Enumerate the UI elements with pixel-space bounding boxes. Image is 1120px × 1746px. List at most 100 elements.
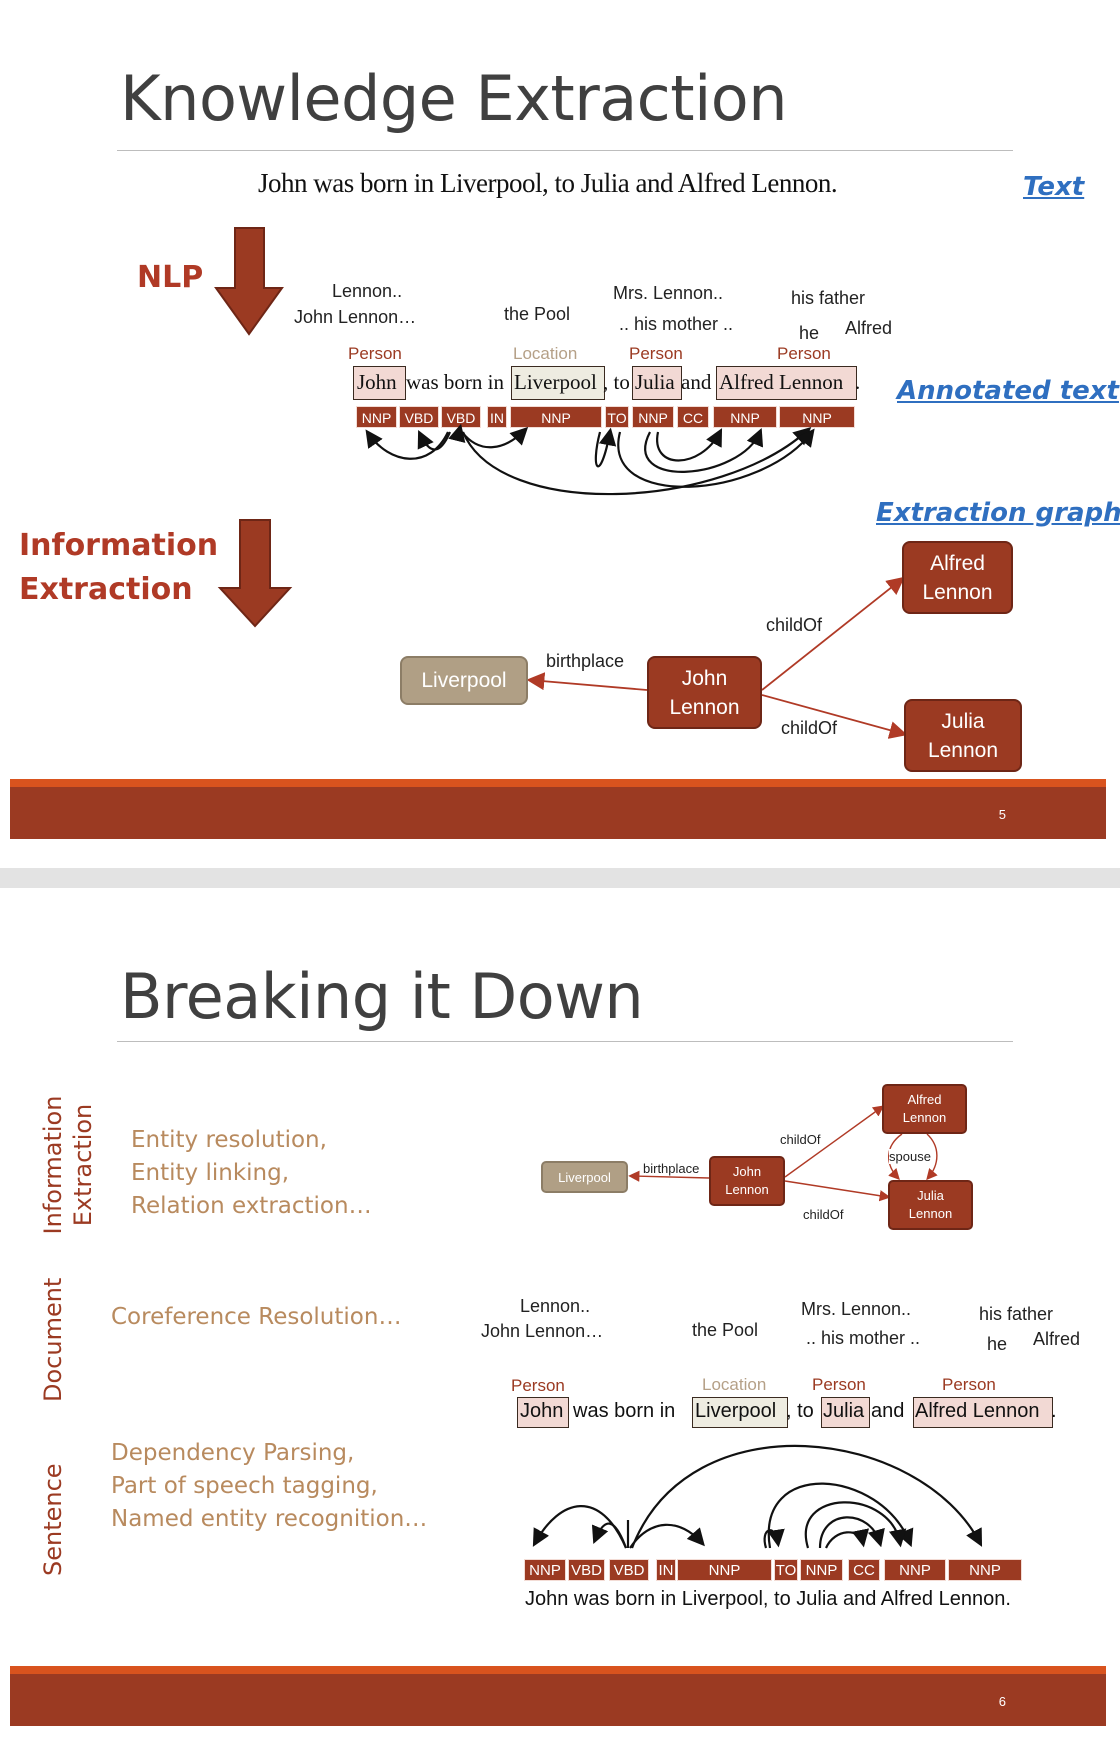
entity-label-person: Person <box>629 344 683 363</box>
coref-the-pool: the Pool <box>692 1320 759 1340</box>
coref-he: he <box>799 323 820 343</box>
edge-label-childof: childOf <box>766 615 823 635</box>
coref-lennon: Lennon.. <box>332 281 403 301</box>
slide-footer: 6 <box>10 1666 1106 1726</box>
graph-edges <box>526 576 908 739</box>
edge-label-spouse: spouse <box>889 1149 931 1164</box>
edge-label-birthplace: birthplace <box>546 651 625 671</box>
edge-label-childof: childOf <box>803 1207 844 1222</box>
pos-tag: IN <box>656 1559 676 1581</box>
graph-node-liverpool[interactable]: Liverpool <box>400 656 528 705</box>
pos-tag: NNP <box>948 1559 1022 1581</box>
edge-label-childof: childOf <box>781 718 838 738</box>
entity-label-person: Person <box>812 1375 866 1394</box>
entity-label-location: Location <box>702 1375 767 1394</box>
coref-john-lennon: John Lennon… <box>481 1321 604 1341</box>
info-extraction-label-line2: Extraction <box>19 572 193 607</box>
word-and: and <box>681 370 712 394</box>
slide-breaking-it-down: Breaking it Down Information Extraction … <box>0 888 1120 1746</box>
page-number: 5 <box>998 807 1006 822</box>
dependency-arcs <box>532 1444 983 1549</box>
word-was-born-in: was born in <box>573 1400 676 1422</box>
coref-his-father: his father <box>791 288 866 308</box>
word-julia: Julia <box>823 1400 865 1422</box>
entity-box-julia <box>821 1397 870 1428</box>
coref-john-lennon: John Lennon… <box>294 307 417 327</box>
entity-box-alfred-lennon <box>913 1397 1053 1428</box>
pos-tag: NNP <box>632 406 674 428</box>
graph-node-liverpool[interactable]: Liverpool <box>541 1161 628 1193</box>
word-john: John <box>357 370 397 394</box>
word-and: and <box>871 1400 905 1422</box>
coref-he: he <box>987 1334 1008 1354</box>
pos-tag: NNP <box>713 406 777 428</box>
pos-tag: NNP <box>884 1559 946 1581</box>
pos-tag: VBD <box>441 406 481 428</box>
entity-label-person: Person <box>942 1375 996 1394</box>
dependency-arcs <box>365 423 815 496</box>
pos-tag: NNP <box>356 406 397 428</box>
annotated-text-link[interactable]: Annotated text <box>897 376 1119 406</box>
word-period: . <box>855 370 861 394</box>
nlp-label: NLP <box>137 260 204 295</box>
word-alfred-lennon: Alfred Lennon <box>719 370 844 394</box>
coref-the-pool: the Pool <box>504 304 571 324</box>
slide-knowledge-extraction: Knowledge Extraction John was born in Li… <box>0 0 1120 868</box>
pos-tag: NNP <box>779 406 855 428</box>
pos-tag: IN <box>487 406 507 428</box>
entity-box-julia <box>632 366 682 400</box>
coref-his-father: his father <box>979 1304 1054 1324</box>
coref-mrs-lennon: Mrs. Lennon.. <box>801 1299 912 1319</box>
slide-footer: 5 <box>10 779 1106 839</box>
coref-alfred: Alfred <box>845 318 893 338</box>
word-to: , to <box>786 1400 814 1422</box>
slide-title: Knowledge Extraction <box>120 62 788 135</box>
entity-box-john <box>517 1397 569 1428</box>
ie-task-list: Entity resolution, Entity linking, Relat… <box>131 1127 372 1219</box>
edge-label-childof: childOf <box>780 1132 821 1147</box>
word-to: , to <box>603 370 630 394</box>
coref-his-mother: .. his mother .. <box>619 314 734 334</box>
entity-box-liverpool <box>692 1397 788 1428</box>
pos-tag: NNP <box>524 1559 566 1581</box>
extraction-graph-link[interactable]: Extraction graph <box>876 498 1120 528</box>
entity-label-person: Person <box>777 344 831 363</box>
pos-tag: TO <box>605 406 629 428</box>
edge-label-birthplace: birthplace <box>643 1161 700 1176</box>
pos-tag: NNP <box>800 1559 843 1581</box>
pos-tag: VBD <box>399 406 439 428</box>
coref-his-mother: .. his mother .. <box>806 1328 921 1348</box>
word-julia: Julia <box>635 370 675 394</box>
plain-sentence: John was born in Liverpool, to Julia and… <box>525 1588 1011 1610</box>
coref-mrs-lennon: Mrs. Lennon.. <box>613 283 724 303</box>
word-was-born-in: was born in <box>406 370 504 394</box>
pos-tag: TO <box>774 1559 798 1581</box>
graph-edges <box>628 1105 938 1202</box>
word-period: . <box>1051 1400 1057 1422</box>
pos-tag: CC <box>677 406 709 428</box>
pos-tag: CC <box>848 1559 880 1581</box>
entity-label-person: Person <box>348 344 402 363</box>
entity-box-alfred-lennon <box>716 366 857 400</box>
pos-tag: NNP <box>510 406 602 428</box>
pos-tag: NNP <box>677 1559 772 1581</box>
entity-label-location: Location <box>513 344 578 363</box>
down-arrow-icon <box>214 227 284 336</box>
entity-box-john <box>353 366 406 400</box>
word-liverpool: Liverpool <box>514 370 597 394</box>
document-task-list: Coreference Resolution… <box>111 1304 402 1330</box>
title-divider <box>117 150 1013 151</box>
coref-lennon: Lennon.. <box>520 1296 591 1316</box>
example-sentence: John was born in Liverpool, to Julia and… <box>258 168 838 198</box>
word-liverpool: Liverpool <box>695 1400 777 1422</box>
title-divider <box>117 1041 1013 1042</box>
text-link[interactable]: Text <box>1023 172 1085 202</box>
pos-tag: VBD <box>568 1559 605 1581</box>
coref-alfred: Alfred <box>1033 1329 1081 1349</box>
